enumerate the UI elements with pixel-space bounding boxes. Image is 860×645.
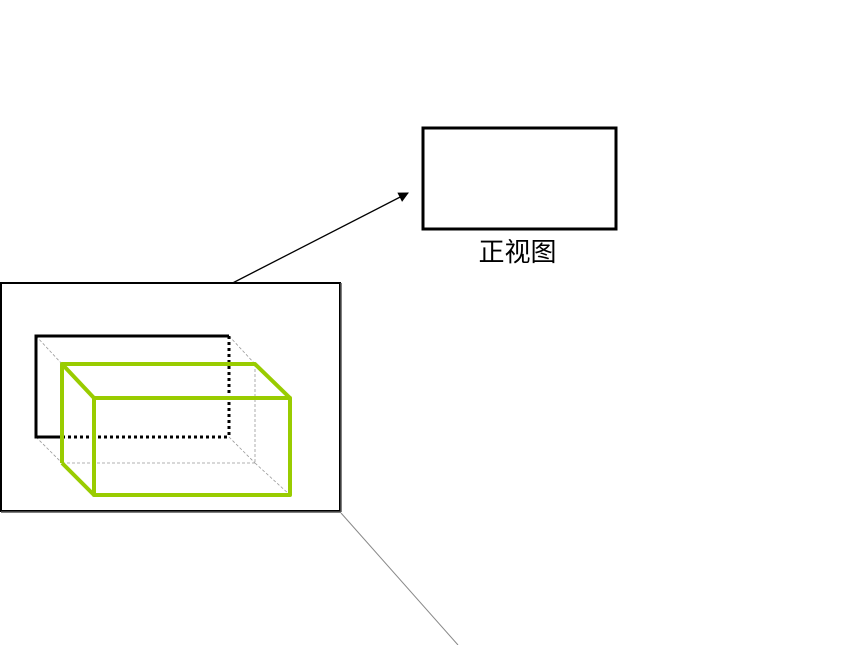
projection-plane-outline — [34, 334, 231, 439]
connector-line — [340, 512, 459, 645]
front-view-caption: 正视图 — [478, 238, 557, 268]
front-view-rectangle — [421, 126, 618, 231]
cuboid-box — [60, 362, 292, 497]
